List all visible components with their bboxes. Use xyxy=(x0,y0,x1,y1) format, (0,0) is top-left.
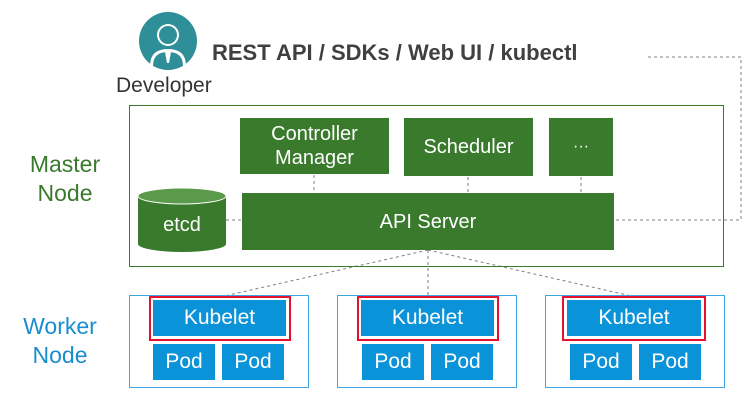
person-icon xyxy=(139,12,197,70)
ellipsis-box: ··· xyxy=(549,118,613,176)
kubelet-highlight xyxy=(562,296,706,341)
worker-node-label: Worker Node xyxy=(10,312,110,370)
master-label-line1: Master xyxy=(29,151,101,177)
developer-interfaces-text: REST API / SDKs / Web UI / kubectl xyxy=(212,40,578,65)
pod-box: Pod xyxy=(222,344,284,380)
etcd-label: etcd xyxy=(163,214,201,236)
worker-label-line1: Worker xyxy=(23,313,97,339)
master-node-label: Master Node xyxy=(10,150,120,208)
controller-manager-line2: Manager xyxy=(275,147,354,169)
kubelet-box: Kubelet xyxy=(567,300,701,336)
master-node-frame xyxy=(129,105,724,267)
pod-box: Pod xyxy=(153,344,215,380)
controller-manager-line1: Controller xyxy=(271,123,358,145)
kubelet-highlight xyxy=(149,296,291,341)
etcd-database: etcd xyxy=(138,188,226,252)
pod-box: Pod xyxy=(570,344,632,380)
kubelet-highlight xyxy=(357,296,499,341)
pod-box: Pod xyxy=(431,344,493,380)
developer-label: Developer xyxy=(116,74,212,97)
scheduler-box: Scheduler xyxy=(404,118,533,176)
database-icon xyxy=(138,188,226,252)
api-server-box: API Server xyxy=(242,193,614,250)
developer-avatar xyxy=(138,11,198,71)
kubelet-box: Kubelet xyxy=(361,300,494,336)
pod-box: Pod xyxy=(639,344,701,380)
worker-node-frame xyxy=(337,295,517,388)
master-label-line2: Node xyxy=(37,180,93,206)
worker-node-frame xyxy=(129,295,309,388)
kubelet-box: Kubelet xyxy=(153,300,286,336)
pod-box: Pod xyxy=(362,344,424,380)
worker-label-line2: Node xyxy=(32,342,88,368)
worker-node-frame xyxy=(545,295,725,388)
controller-manager-box: Controller Manager xyxy=(240,118,389,174)
